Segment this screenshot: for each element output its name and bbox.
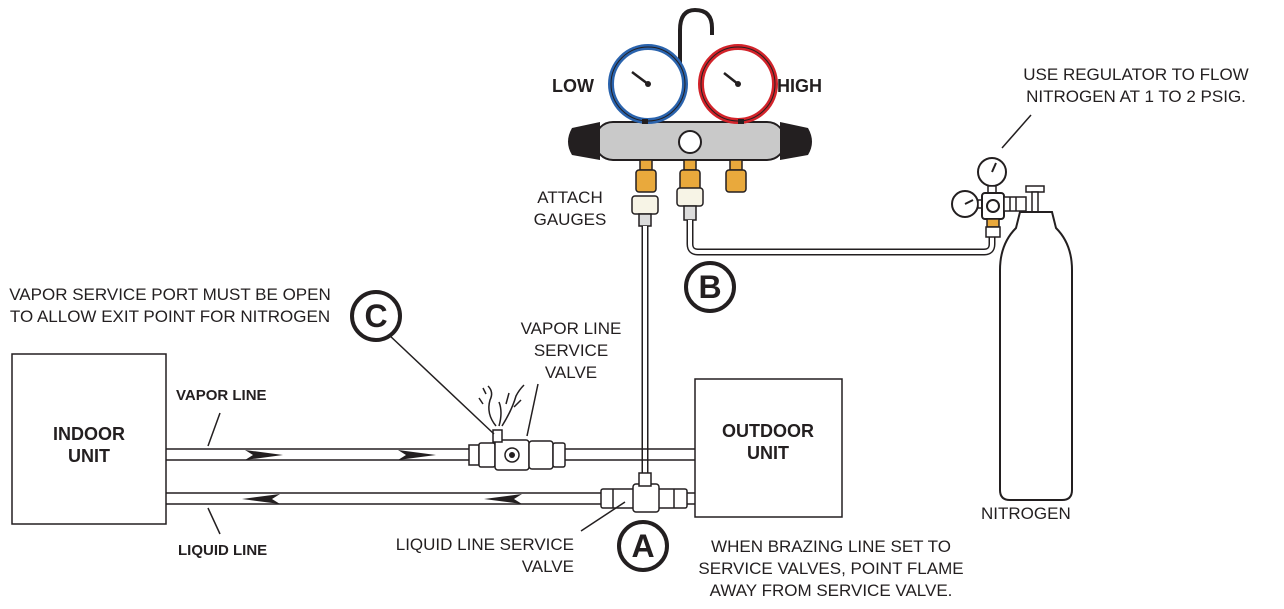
nitrogen-escape-icon [478,384,525,427]
manifold-left-knob [568,122,600,160]
flow-arrows [242,450,522,504]
outdoor-unit-box [694,378,843,518]
c-leader [387,333,495,435]
vapor-line-leader [207,412,221,447]
liquid-valve-leader [580,501,626,532]
high-gauge [698,44,778,124]
liquid-line-leader [207,507,221,535]
callout-a: A [617,520,669,572]
liquid-line-label: LIQUID LINE [178,542,268,559]
manifold-right-knob [780,122,812,160]
nitrogen-hose [686,220,996,256]
vapor-flow-arrow-2 [398,450,436,460]
vapor-valve-label: VAPOR LINE SERVICE VALVE [520,319,622,382]
gauge-manifold [568,7,812,227]
vapor-port-note: VAPOR SERVICE PORT MUST BE OPEN TO ALLOW… [9,285,331,326]
callout-b: B [684,261,736,313]
vapor-line-pipe [166,448,695,461]
liquid-valve-label: LIQUID LINE SERVICE VALVE [395,535,574,576]
regulator-leader [1001,114,1032,149]
attach-gauges-label: ATTACH GAUGES [533,188,607,229]
liquid-flow-arrow-2 [484,494,522,504]
regulator-note: USE REGULATOR TO FLOW NITROGEN AT 1 TO 2… [1023,65,1249,106]
manifold-hook [678,7,714,105]
liquid-flow-arrow-1 [242,494,280,504]
indoor-unit-box [11,353,167,525]
nitrogen-label: NITROGEN [981,504,1071,523]
vapor-valve-leader [526,383,539,437]
low-gauge-label: LOW [552,76,594,96]
leader-lines [207,114,1032,535]
indoor-unit-label: INDOOR UNIT [53,424,125,466]
outdoor-unit-label: OUTDOOR UNIT [722,421,814,463]
high-gauge-label: HIGH [777,76,822,96]
hose-fittings [631,187,704,227]
vapor-flow-arrow-1 [245,450,283,460]
manifold-sight-glass [678,130,702,154]
nitrogen-cylinder [999,211,1073,501]
callout-c: C [350,290,402,342]
vapor-service-valve [468,429,566,471]
manifold-ports [635,159,747,193]
nitrogen-regulator [951,157,1045,238]
vapor-line-label: VAPOR LINE [176,387,267,404]
brazing-note: WHEN BRAZING LINE SET TO SERVICE VALVES,… [698,537,964,600]
low-gauge [608,44,688,124]
liquid-service-valve [600,472,688,513]
